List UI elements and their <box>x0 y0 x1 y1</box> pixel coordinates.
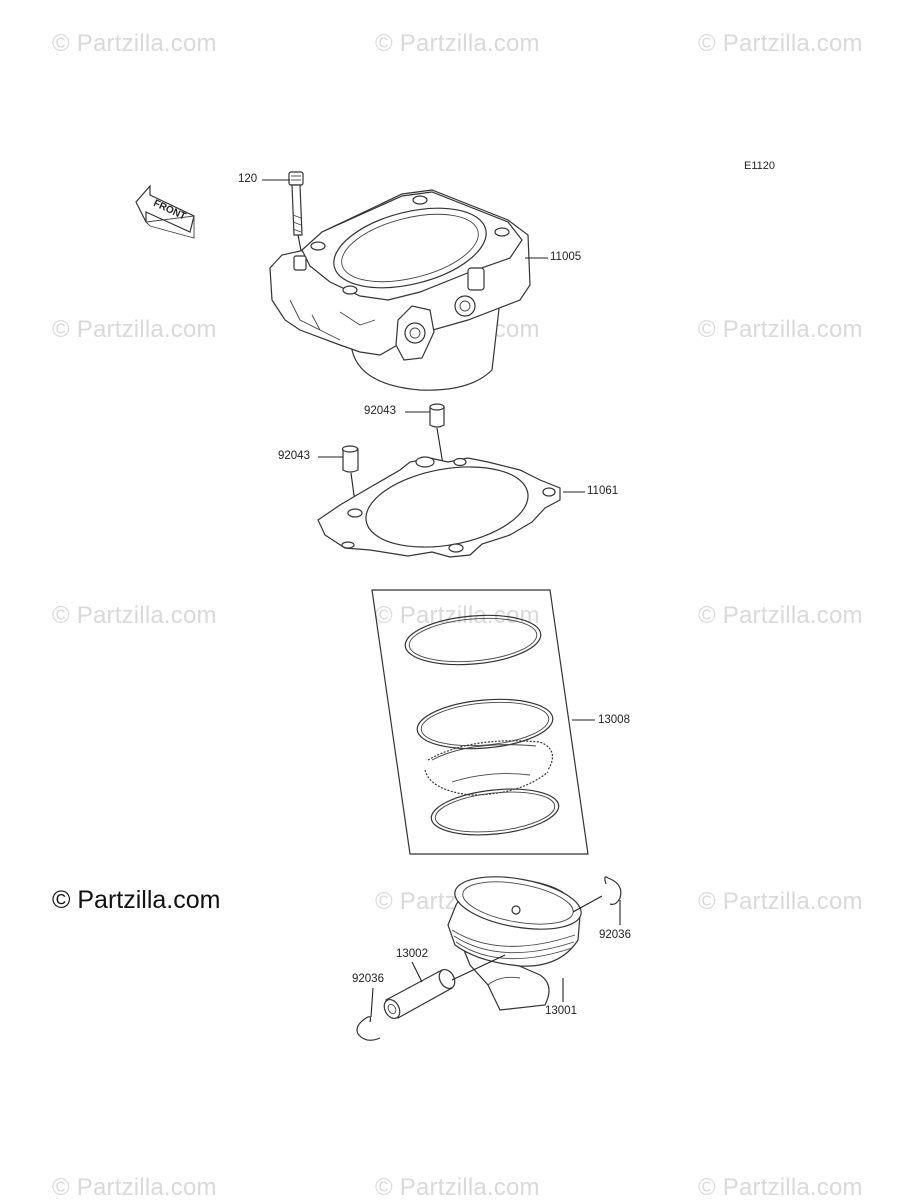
piston-pin-part[interactable] <box>381 954 506 1021</box>
watermark: © Partzilla.com <box>375 30 540 57</box>
front-arrow-icon: FRONT <box>135 184 195 239</box>
watermark: © Partzilla.com <box>52 1174 217 1201</box>
watermark: © Partzilla.com <box>52 30 217 57</box>
watermark: © Partzilla.com <box>375 1174 540 1201</box>
watermark: © Partzilla.com <box>698 316 863 343</box>
watermark: © Partzilla.com <box>698 1174 863 1201</box>
cylinder-part[interactable] <box>269 189 531 391</box>
watermark: © Partzilla.com <box>698 30 863 57</box>
callout-pin[interactable]: 13002 <box>396 948 428 960</box>
watermark: © Partzilla.com <box>698 888 863 915</box>
watermark: © Partzilla.com <box>375 602 540 629</box>
circlip-left[interactable] <box>356 1016 381 1041</box>
callout-dowel-lower[interactable]: 92043 <box>278 450 310 462</box>
diagram-code: E1120 <box>744 160 775 172</box>
copyright-text: © Partzilla.com <box>52 886 221 914</box>
callout-bolt[interactable]: 120 <box>238 173 258 185</box>
gasket-part[interactable] <box>317 455 561 558</box>
circlip-right[interactable] <box>572 876 622 913</box>
callout-gasket[interactable]: 11061 <box>587 485 619 497</box>
callout-piston[interactable]: 13001 <box>545 1005 577 1017</box>
piston-ring-set[interactable] <box>371 589 589 855</box>
watermark: © Partzilla.com <box>698 602 863 629</box>
callout-dowel-upper[interactable]: 92043 <box>364 405 396 417</box>
callout-cylinder[interactable]: 11005 <box>550 251 582 263</box>
callout-ring-set[interactable]: 13008 <box>598 714 630 726</box>
callout-clip-right[interactable]: 92036 <box>599 929 631 941</box>
dowel-pin-lower[interactable] <box>341 445 359 511</box>
watermark: © Partzilla.com <box>52 602 217 629</box>
piston-part[interactable] <box>447 868 585 1011</box>
callout-clip-left[interactable]: 92036 <box>352 973 384 985</box>
watermark: © Partzilla.com <box>52 316 217 343</box>
